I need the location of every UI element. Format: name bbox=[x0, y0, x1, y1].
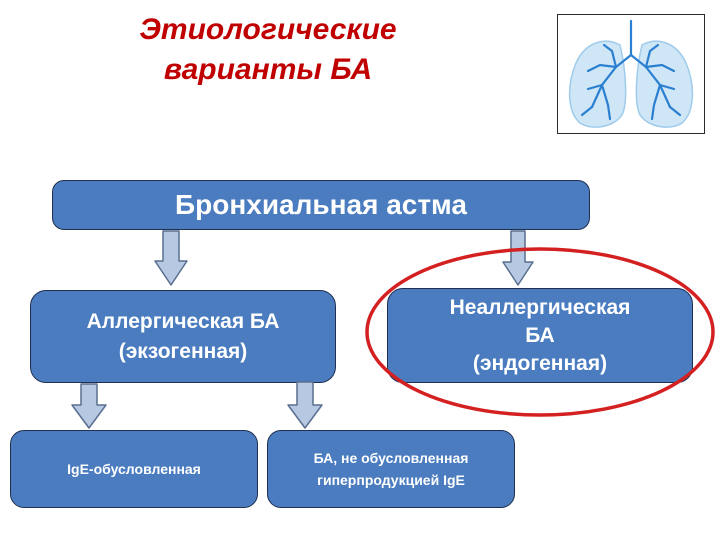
allergic-label-line1: Аллергическая БА bbox=[86, 309, 280, 333]
lungs-image bbox=[557, 14, 705, 134]
ige-mediated-label: IgE-обусловленная bbox=[67, 461, 201, 477]
bronchial-tree bbox=[580, 19, 682, 121]
arrow-down-icon bbox=[502, 230, 534, 286]
slide-title-line1: Этиологические bbox=[139, 13, 397, 46]
allergic-asthma-node: Аллергическая БА (экзогенная) bbox=[30, 290, 336, 383]
arrow-down-icon bbox=[287, 381, 323, 429]
root-node-asthma: Бронхиальная астма bbox=[52, 180, 590, 230]
non-ige-node: БА, не обусловленная гиперпродукцией IgE bbox=[267, 430, 515, 508]
allergic-label-line2: (экзогенная) bbox=[118, 339, 248, 363]
arrow-down-icon bbox=[154, 230, 188, 286]
non-ige-label-line1: БА, не обусловленная bbox=[313, 450, 469, 466]
lungs-icon bbox=[568, 19, 694, 128]
nonallergic-label-line2: БА bbox=[525, 323, 555, 347]
right-lung bbox=[635, 40, 694, 128]
nonallergic-label-line3: (эндогенная) bbox=[472, 351, 608, 375]
nonallergic-label-line1: Неаллергическая bbox=[449, 295, 631, 319]
slide-title-line2: варианты БА bbox=[163, 53, 373, 86]
root-node-label: Бронхиальная астма bbox=[175, 189, 467, 220]
slide-title: Этиологические варианты БА bbox=[88, 10, 448, 90]
non-ige-label-line2: гиперпродукцией IgE bbox=[317, 472, 465, 488]
ige-mediated-node: IgE-обусловленная bbox=[10, 430, 258, 508]
arrow-down-icon bbox=[71, 383, 107, 429]
nonallergic-asthma-node: Неаллергическая БА (эндогенная) bbox=[387, 288, 693, 383]
left-lung bbox=[568, 40, 627, 128]
